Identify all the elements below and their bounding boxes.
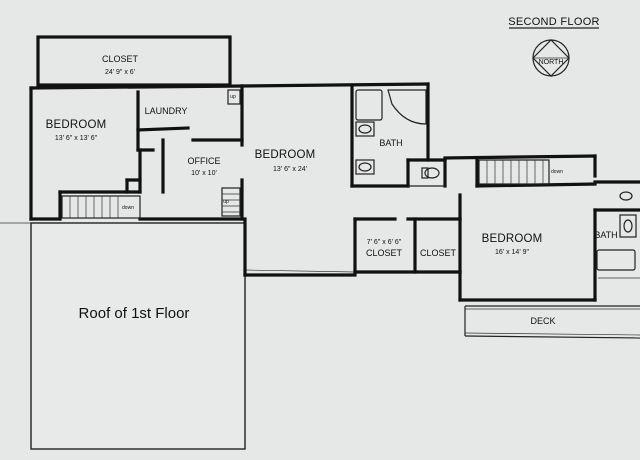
stair-laundry-label: up [230, 94, 236, 100]
deck-outline [464, 305, 640, 339]
east-hall-walls [443, 154, 597, 188]
stair-west [61, 195, 141, 219]
page-title: SECOND FLOOR [508, 16, 600, 28]
closets-center-walls [353, 217, 462, 274]
bedroom-east-name: BEDROOM [482, 233, 543, 245]
center-bath-walls [350, 82, 447, 188]
stair-east [478, 159, 550, 185]
east-bath-walls [593, 180, 640, 279]
stair-office-label: up [223, 199, 229, 205]
compass-label: NORTH [539, 59, 564, 66]
closet-top-walls [36, 35, 232, 87]
closet-top-name: CLOSET [102, 54, 139, 64]
office-size: 10' x 10' [191, 170, 217, 177]
office-name: OFFICE [188, 156, 221, 166]
west-wing-walls [29, 84, 244, 221]
deck-name: DECK [530, 316, 555, 326]
stair-office [221, 187, 241, 217]
bedroom-west-size: 13' 6" x 13' 6" [55, 135, 98, 142]
closet-top-size: 24' 9" x 6' [105, 69, 135, 76]
roof-area [30, 222, 246, 450]
east-bedroom-walls [458, 193, 597, 302]
laundry-name: LAUNDRY [145, 106, 188, 116]
bedroom-west-name: BEDROOM [46, 119, 107, 131]
bedroom-center-name: BEDROOM [255, 149, 316, 161]
bedroom-center-size: 13' 6" x 24' [273, 166, 307, 173]
north-arrow-icon [532, 39, 570, 77]
stair-west-label: down [122, 205, 134, 211]
center-bedroom-walls [240, 82, 430, 277]
stair-laundry [227, 89, 241, 105]
bath-center-name: BATH [379, 138, 402, 148]
closet-mid-name: CLOSET [420, 248, 457, 258]
stair-east-label: down [551, 169, 563, 175]
bedroom-east-size: 16' x 14' 9" [495, 249, 529, 256]
bath-east-name: BATH [594, 230, 617, 240]
roof-label: Roof of 1st Floor [79, 305, 190, 322]
closet-small-size: 7' 6" x 6' 6" [367, 239, 402, 246]
closet-small-name: CLOSET [366, 248, 403, 258]
